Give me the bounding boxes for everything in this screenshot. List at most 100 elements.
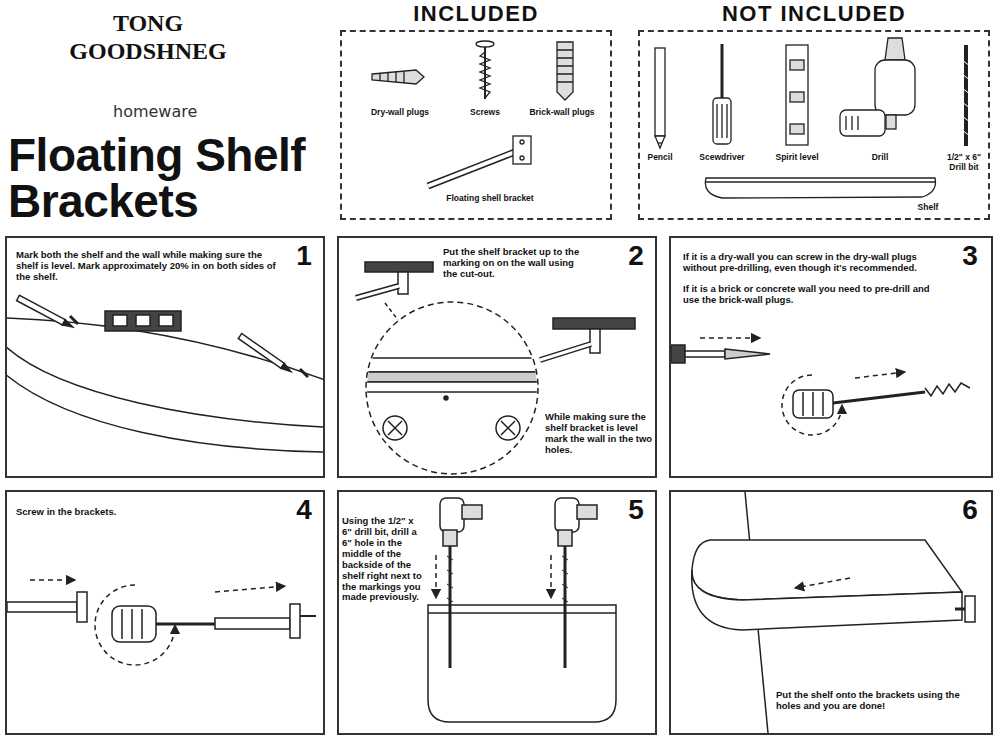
drill-icon (840, 38, 915, 136)
shelf-marking-scene (113, 315, 127, 326)
step-panel: 4Screw in the brackets. (5, 490, 325, 735)
bracket-screwing-scene (215, 618, 290, 629)
wall-plug-scene (671, 345, 685, 363)
spirit-level-icon (790, 124, 804, 134)
instruction-text: If it is a brick or concrete wall you ne… (683, 284, 945, 306)
bracket-screwing-scene (7, 580, 316, 665)
drill-icon (885, 38, 905, 60)
bracket-marking-scene (540, 344, 591, 360)
spirit-level-icon (786, 45, 808, 145)
step-number: 1 (290, 242, 318, 270)
spirit-level-icon (790, 60, 804, 70)
shelf-drilling-scene (550, 555, 552, 598)
bracket-icon (520, 156, 524, 160)
wall-plug-scene (833, 392, 925, 403)
shelf-icon (705, 178, 935, 198)
drill-bit-icon (964, 45, 968, 146)
shelf-drilling-scene (428, 498, 616, 722)
shelf-drilling-scene (435, 555, 437, 598)
instruction-text: Using the 1/2" x 6" drill bit, drill a 6… (342, 516, 424, 603)
drill-bit-icon (962, 45, 970, 146)
bracket-screwing-scene (122, 609, 142, 639)
shelf-icon (706, 181, 935, 182)
step-number: 6 (956, 496, 984, 524)
bracket-screwing-scene (30, 579, 75, 581)
shelf-marking-scene (17, 295, 66, 325)
section-heading: INCLUDED (338, 3, 614, 25)
screw-icon (476, 41, 494, 99)
pencil-icon (658, 142, 662, 143)
drill-icon (886, 115, 896, 129)
bracket-marking-scene (590, 329, 600, 353)
bracket-screwing-scene (7, 602, 77, 612)
part-label: Dry-wall plugs (362, 108, 438, 118)
part-label: 1/2" x 6" Drill bit (941, 153, 987, 173)
shelf-mounting-scene (965, 596, 975, 622)
instruction-text: Put the shelf bracket up to the marking … (443, 247, 585, 280)
bracket-marking-scene (360, 358, 550, 400)
instruction-text: Mark both the shelf and the wall while m… (16, 250, 286, 283)
instruction-text: Put the shelf onto the brackets using th… (776, 690, 984, 712)
dashed-outline (340, 30, 612, 220)
bracket-screwing-scene (156, 623, 215, 626)
page-title: Floating Shelf Brackets (8, 132, 338, 224)
drill-bit-icon (962, 60, 970, 136)
step-panel: 5Using the 1/2" x 6" drill bit, drill a … (337, 490, 657, 735)
part-label: Drill (860, 153, 900, 163)
instruction-text: While making sure the shelf bracket is l… (545, 412, 653, 456)
bracket-marking-scene (383, 416, 407, 440)
part-label: Brick-wall plugs (522, 108, 602, 118)
bracket-marking-scene (540, 344, 591, 360)
wall-plug-scene (671, 338, 970, 435)
bracket-marking-scene (360, 372, 550, 382)
shelf-marking-scene (136, 315, 150, 326)
screwdriver-icon (721, 44, 724, 98)
bracket-screwing-scene (300, 615, 316, 617)
screwdriver-icon (717, 104, 727, 138)
bracket-screwing-scene (290, 604, 300, 638)
shelf-mounting-scene (955, 608, 965, 611)
screw-icon (480, 52, 490, 98)
dry-wall-plug-icon (380, 71, 404, 83)
drill-icon (840, 110, 885, 136)
shelf-marking-scene (7, 318, 323, 452)
bracket-icon (520, 140, 524, 144)
bracket-icon (428, 136, 531, 186)
shelf-marking-scene (63, 320, 75, 330)
wall-plug-scene (793, 390, 833, 418)
wall-plug-scene (700, 337, 760, 339)
wall-plug-scene (782, 375, 842, 435)
shelf-drilling-scene (555, 498, 579, 532)
item-group: NOT INCLUDED (636, 2, 992, 222)
shelf-drilling-scene (577, 505, 597, 519)
part-label: Pencil (640, 153, 680, 163)
shelf-marking-scene (238, 334, 284, 369)
shelf-marking-scene (238, 334, 292, 374)
screw-icon (484, 47, 486, 99)
screw-icon (476, 41, 494, 47)
brand-tagline: homeware (113, 102, 253, 121)
shelf-mounting-scene (692, 570, 962, 630)
screwdriver-icon (713, 44, 731, 144)
bracket-marking-scene (360, 358, 550, 372)
bracket-marking-scene (496, 416, 520, 440)
part-label: Floating shell bracket (430, 194, 550, 204)
bracket-screwing-scene (77, 592, 87, 622)
part-label: Shelf (908, 203, 948, 213)
drill-icon (875, 60, 915, 115)
item-group: INCLUDED (338, 2, 614, 222)
shelf-marking-scene (105, 311, 181, 331)
brand-name: TONG GOODSHNEG (53, 10, 243, 65)
dashed-outline (638, 30, 990, 220)
shelf-drilling-scene (428, 612, 616, 614)
bracket-marking-scene (385, 303, 398, 320)
dry-wall-plug-icon (372, 70, 424, 84)
shelf-drilling-scene (447, 556, 453, 602)
wall-plug-scene (925, 383, 970, 396)
bracket-marking-scene (553, 318, 635, 329)
wall-plug-scene (725, 349, 770, 359)
bracket-icon (428, 152, 515, 186)
wall-plug-scene (855, 372, 905, 378)
step-panel: 1Mark both the shelf and the wall while … (5, 236, 325, 478)
